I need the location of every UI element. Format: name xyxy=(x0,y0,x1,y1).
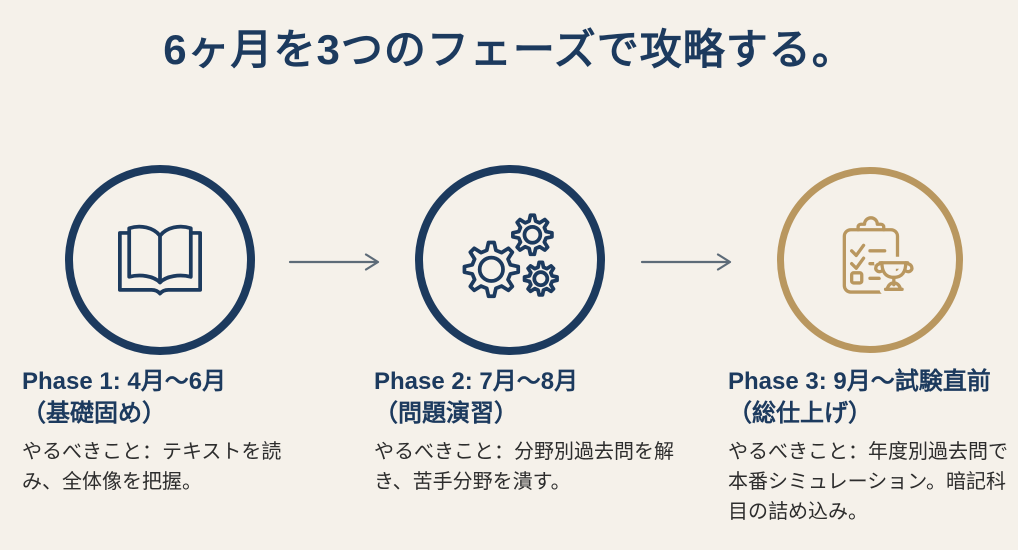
phase3-heading-line1: Phase 3: 9月〜試験直前 xyxy=(728,368,991,395)
phase2-heading: Phase 2: 7月〜8月 （問題演習） xyxy=(374,366,676,429)
phase2-heading-line2: （問題演習） xyxy=(374,399,518,427)
phase1-heading-line2: （基礎固め） xyxy=(22,399,166,427)
phase3-heading-line2: （総仕上げ） xyxy=(728,399,872,427)
phase3-heading: Phase 3: 9月〜試験直前 （総仕上げ） xyxy=(728,366,1018,429)
phase2-heading-line1: Phase 2: 7月〜8月 xyxy=(374,368,579,395)
checklist-trophy-icon xyxy=(842,216,914,296)
phase1-text-block: Phase 1: 4月〜6月 （基礎固め） やるべきこと：テキストを読み、全体像… xyxy=(22,366,314,497)
gears-icon xyxy=(462,213,559,299)
page-title: 6ヶ月を3つのフェーズで攻略する。 xyxy=(163,26,855,73)
phase1-heading: Phase 1: 4月〜6月 （基礎固め） xyxy=(22,366,314,429)
phase2-circle xyxy=(415,165,605,355)
phase2-description: やるべきこと：分野別過去問を解き、苦手分野を潰す。 xyxy=(374,441,674,494)
open-book-icon xyxy=(118,224,202,296)
arrow-right-icon xyxy=(640,253,732,271)
phase3-text-block: Phase 3: 9月〜試験直前 （総仕上げ） やるべきこと：年度別過去問で本番… xyxy=(728,366,1018,527)
phase1-description: やるべきこと：テキストを読み、全体像を把握。 xyxy=(22,441,282,494)
phase1-circle xyxy=(65,165,255,355)
phase3-description: やるべきこと：年度別過去問で本番シミュレーション。暗記科目の詰め込み。 xyxy=(728,441,1008,524)
phase1-heading-line1: Phase 1: 4月〜6月 xyxy=(22,368,227,395)
arrow-right-icon xyxy=(288,253,380,271)
trophy-icon xyxy=(874,261,914,291)
phase3-circle xyxy=(777,167,963,353)
phase2-text-block: Phase 2: 7月〜8月 （問題演習） やるべきこと：分野別過去問を解き、苦… xyxy=(374,366,676,497)
